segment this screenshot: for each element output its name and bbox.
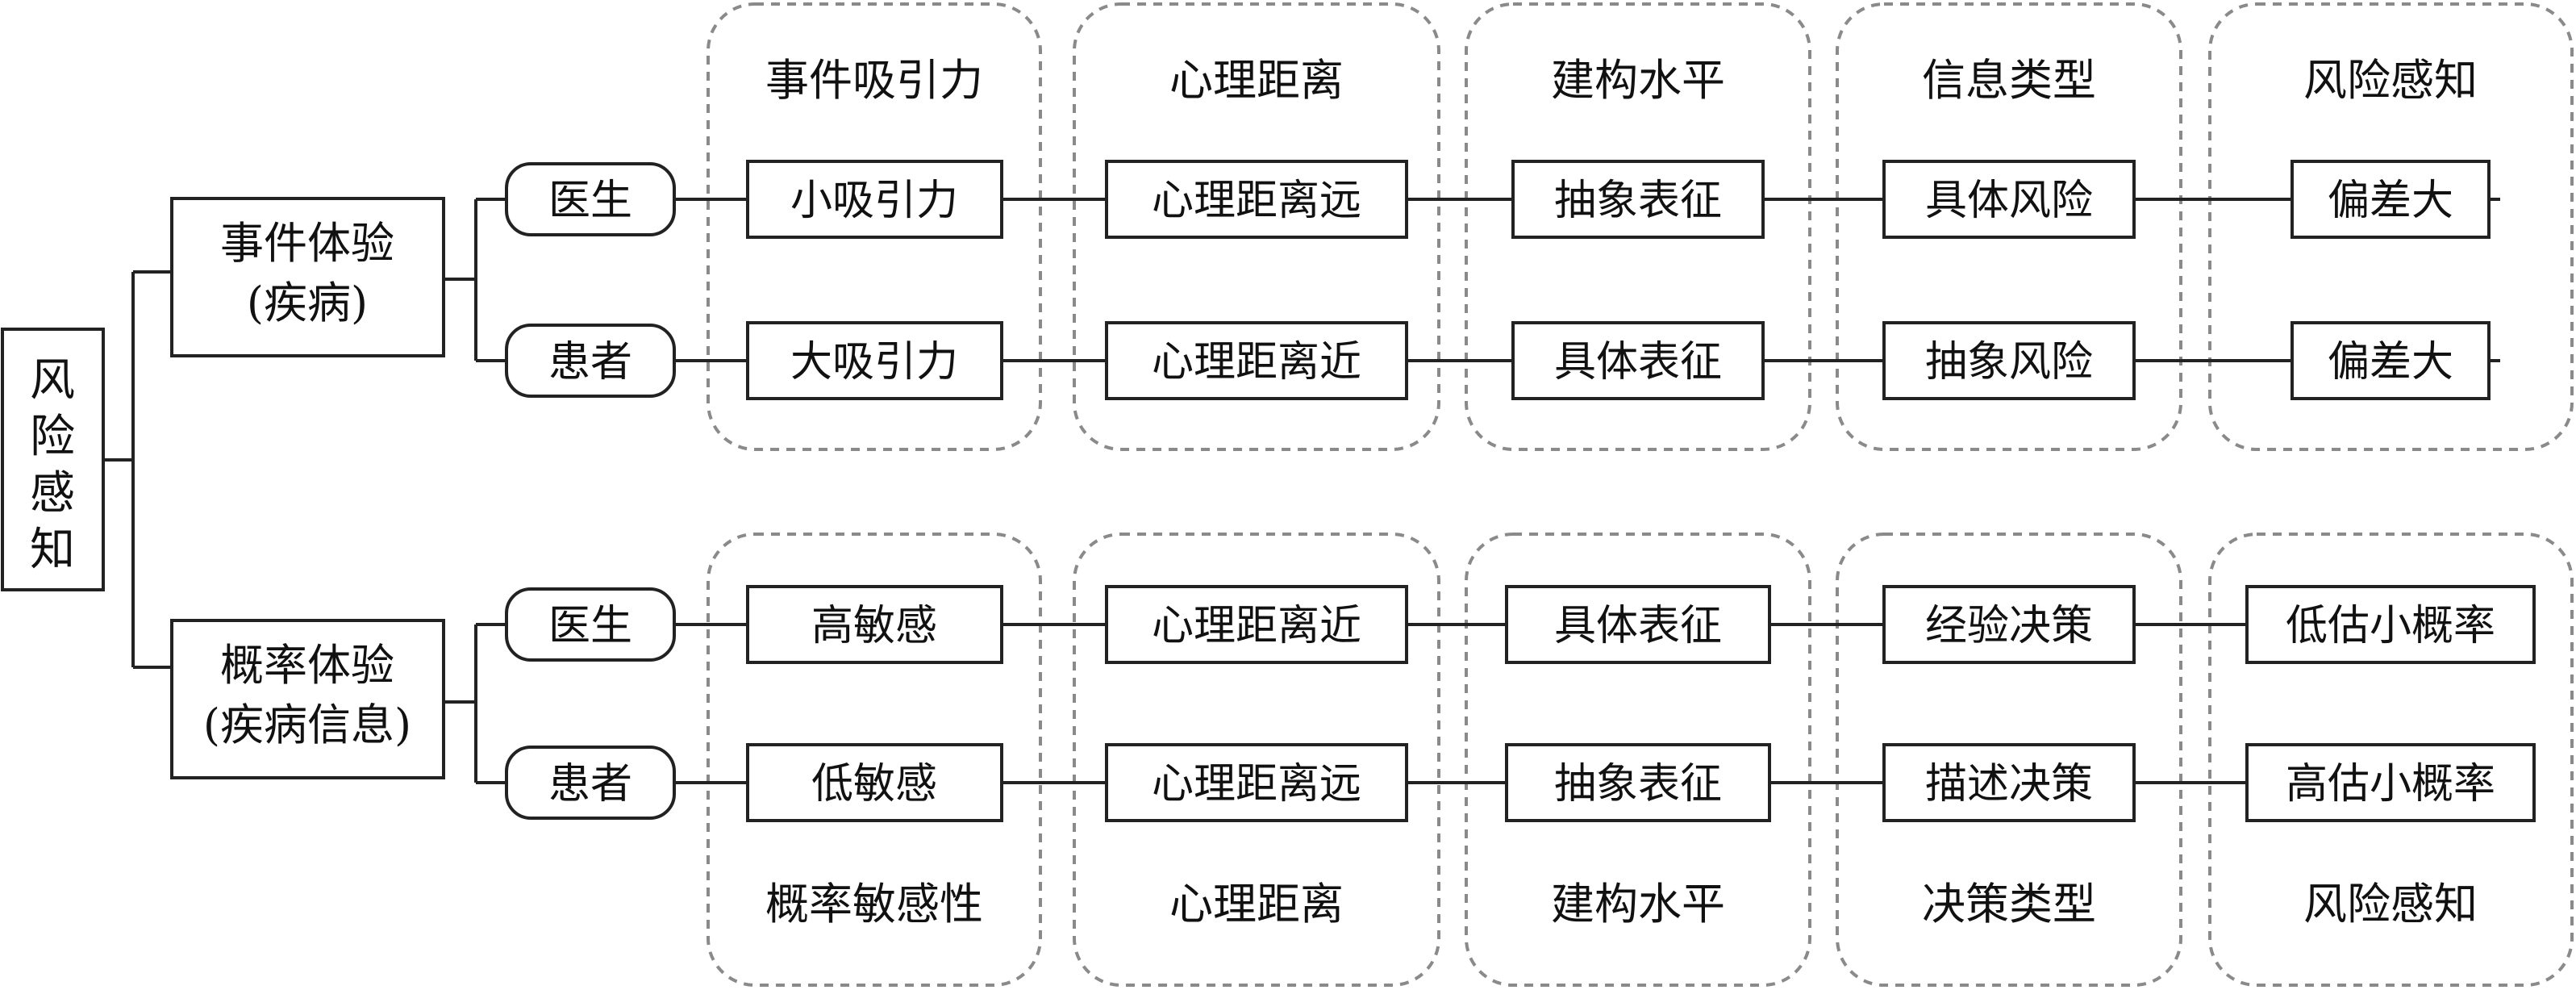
group-col-1-bottom: [707, 533, 1042, 987]
actor-label-event-doctor: 医生: [548, 177, 632, 225]
root-box: [1, 328, 105, 591]
group-col-5-bottom: [2208, 533, 2574, 987]
cell-event-doctor-col-2: [1105, 160, 1408, 239]
header-event-col-2: 心理距离: [1169, 55, 1344, 106]
actor-pill-probability-doctor: [505, 587, 676, 662]
cell-event-doctor-col-5: [2290, 160, 2491, 239]
group-col-3-top: [1465, 2, 1811, 451]
cell-event-doctor-col-1: [746, 160, 1003, 239]
actor-label-probability-patient: 患者: [548, 760, 632, 808]
group-col-1-top: [707, 2, 1042, 451]
cell-probability-doctor-col-3-label: 具体表征: [1554, 602, 1722, 650]
cell-event-doctor-col-4-label: 具体风险: [1925, 177, 2093, 225]
header-event-col-3: 建构水平: [1551, 55, 1725, 106]
cell-event-patient-col-2-label: 心理距离近: [1152, 338, 1361, 386]
cell-event-patient-col-1: [746, 321, 1003, 400]
header-event-col-4: 信息类型: [1922, 55, 2096, 106]
cell-event-doctor-col-1-label: 小吸引力: [790, 177, 958, 225]
group-col-3-bottom: [1465, 533, 1811, 987]
cell-probability-patient-col-3-label: 抽象表征: [1554, 760, 1722, 808]
actor-pill-probability-patient: [505, 746, 676, 820]
header-event-col-5: 风险感知: [2303, 55, 2478, 106]
connector-branch-event: [444, 198, 506, 362]
header-probability-col-1: 概率敏感性: [765, 879, 983, 929]
cell-event-doctor-col-4: [1882, 160, 2136, 239]
cell-probability-patient-col-1-label: 低敏感: [811, 760, 937, 808]
actor-pill-event-doctor: [505, 162, 676, 236]
branch-event-title-line-2: (疾病): [247, 278, 368, 328]
cell-probability-doctor-col-5: [2245, 585, 2536, 664]
branch-probability-box: [170, 619, 445, 779]
cell-event-patient-col-3-label: 具体表征: [1554, 338, 1722, 386]
cell-probability-doctor-col-4-label: 经验决策: [1925, 602, 2093, 650]
header-probability-col-5: 风险感知: [2303, 879, 2478, 929]
actor-label-event-patient: 患者: [548, 338, 632, 386]
cell-event-doctor-col-3: [1511, 160, 1765, 239]
cell-probability-patient-col-4-label: 描述决策: [1925, 760, 2093, 808]
connector-root: [103, 270, 172, 669]
cell-probability-patient-col-1: [746, 743, 1003, 822]
cell-probability-patient-col-5-label: 高估小概率: [2286, 760, 2495, 808]
cell-event-doctor-col-3-label: 抽象表征: [1554, 177, 1722, 225]
root-char-3: 感: [30, 467, 75, 520]
cell-event-patient-col-2: [1105, 321, 1408, 400]
cell-event-doctor-col-5-label: 偏差大: [2328, 177, 2453, 225]
cell-event-doctor-col-2-label: 心理距离远: [1152, 177, 1361, 225]
header-event-col-1: 事件吸引力: [765, 55, 983, 106]
group-col-4-bottom: [1836, 533, 2182, 987]
actor-pill-event-patient: [505, 324, 676, 398]
cell-probability-patient-col-5: [2245, 743, 2536, 822]
cell-probability-patient-col-2-label: 心理距离远: [1152, 760, 1361, 808]
cell-probability-doctor-col-1-label: 高敏感: [811, 602, 937, 650]
cell-probability-doctor-col-4: [1882, 585, 2136, 664]
branch-event-box: [170, 197, 445, 357]
header-probability-col-3: 建构水平: [1551, 879, 1725, 929]
cell-event-patient-col-3: [1511, 321, 1765, 400]
cell-probability-doctor-col-2-label: 心理距离近: [1152, 602, 1361, 650]
header-probability-col-4: 决策类型: [1922, 879, 2096, 929]
branch-probability-title-line-1: 概率体验: [220, 640, 394, 691]
cell-probability-doctor-col-2: [1105, 585, 1408, 664]
connector-branch-probability: [444, 623, 506, 784]
cell-probability-doctor-col-5-label: 低估小概率: [2286, 602, 2495, 650]
cell-event-patient-col-4-label: 抽象风险: [1925, 338, 2093, 386]
cell-probability-patient-col-4: [1882, 743, 2136, 822]
cell-probability-doctor-col-1: [746, 585, 1003, 664]
root-char-4: 知: [30, 524, 75, 576]
header-probability-col-2: 心理距离: [1169, 879, 1344, 929]
cell-event-patient-col-5-label: 偏差大: [2328, 338, 2453, 386]
cell-event-patient-col-4: [1882, 321, 2136, 400]
branch-event-title-line-1: 事件体验: [220, 218, 394, 269]
group-col-5-top: [2208, 2, 2574, 451]
cell-probability-doctor-col-3: [1505, 585, 1771, 664]
group-col-2-top: [1073, 2, 1440, 451]
cell-event-patient-col-1-label: 大吸引力: [790, 338, 958, 386]
cell-event-patient-col-5: [2290, 321, 2491, 400]
root-char-1: 风: [30, 354, 75, 407]
actor-label-probability-doctor: 医生: [548, 602, 632, 650]
branch-probability-title-line-2: (疾病信息): [203, 700, 411, 750]
group-col-4-top: [1836, 2, 2182, 451]
cell-probability-patient-col-2: [1105, 743, 1408, 822]
group-col-2-bottom: [1073, 533, 1440, 987]
root-char-2: 险: [30, 411, 75, 463]
cell-probability-patient-col-3: [1505, 743, 1771, 822]
